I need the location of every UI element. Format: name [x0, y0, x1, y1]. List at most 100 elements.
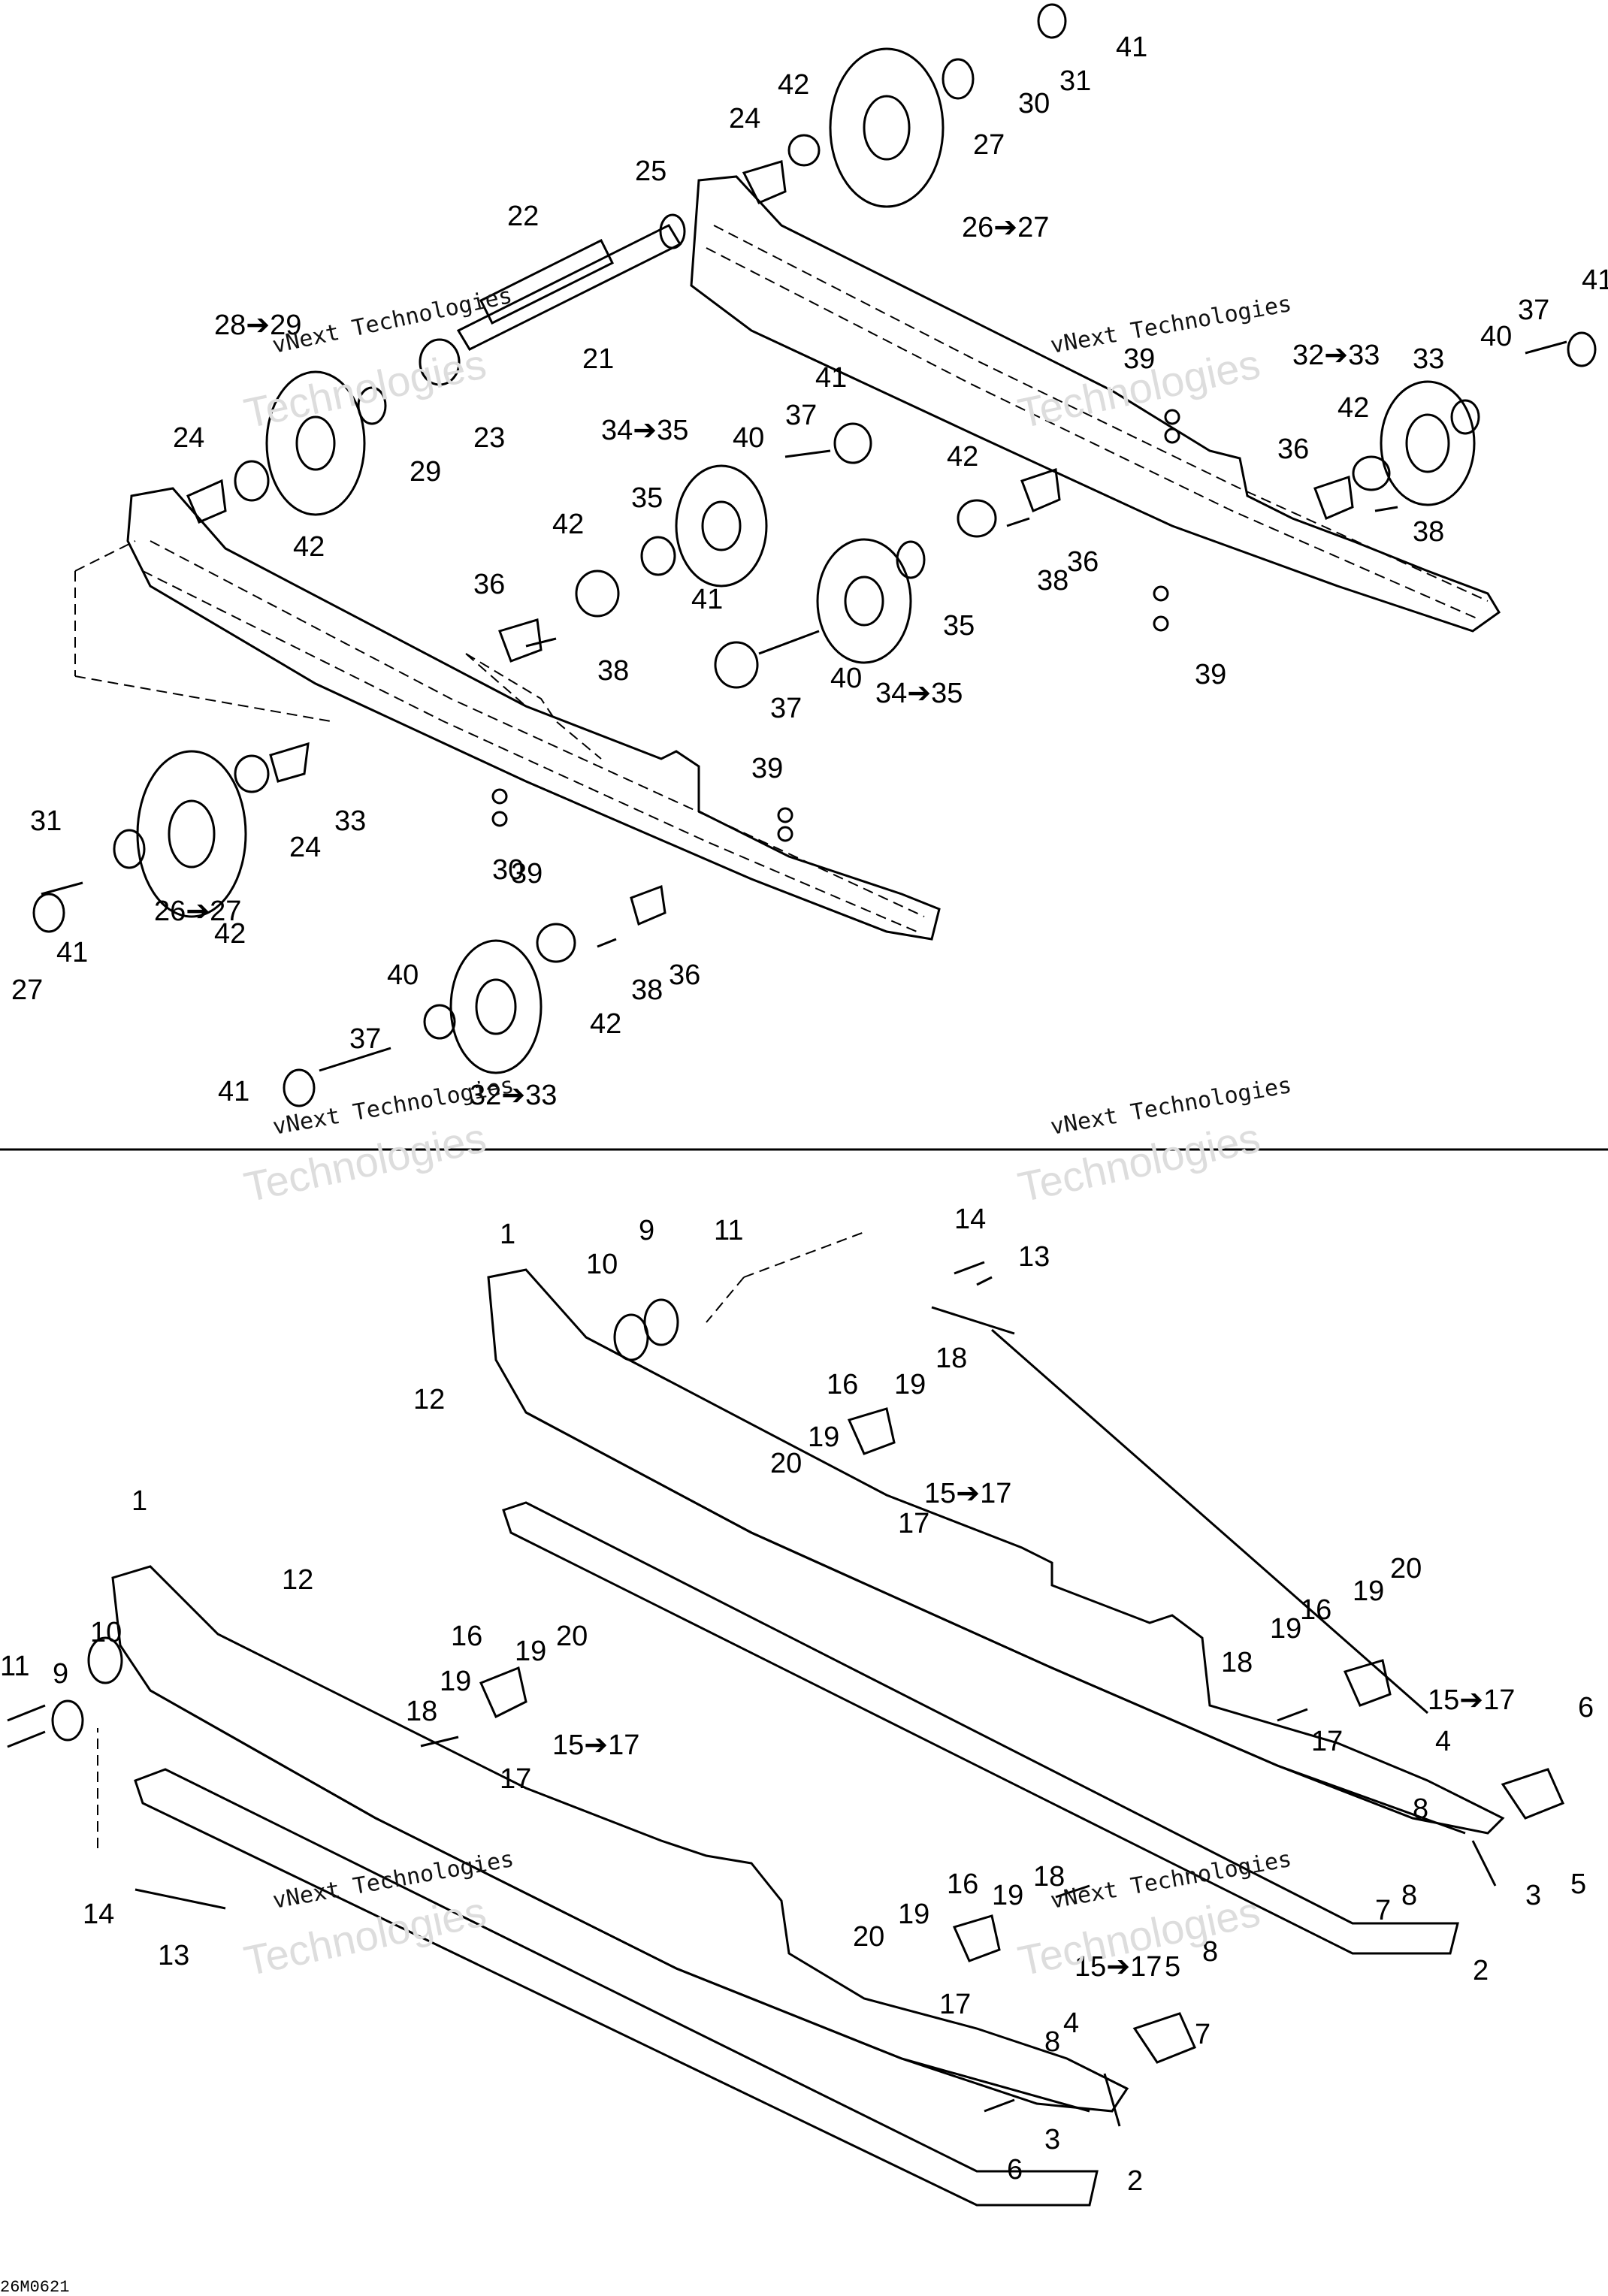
part-callout: 4 [1435, 1726, 1451, 1757]
part-callout: 15➔17 [1075, 1951, 1162, 1983]
part-callout: 16 [827, 1369, 858, 1400]
part-callout: 38 [631, 974, 663, 1006]
part-callout: 33 [1413, 343, 1444, 375]
part-callout: 37 [349, 1023, 381, 1055]
bottom-leader-lines [97, 1231, 865, 1848]
part-callout: 17 [500, 1763, 531, 1795]
slider-upper [502, 1501, 1459, 1955]
part-callout: 32➔33 [1292, 340, 1380, 371]
part-callout: 40 [387, 959, 419, 991]
part-callout: 30 [1018, 88, 1050, 119]
part-callout: 12 [282, 1564, 313, 1596]
part-callout: 16 [451, 1621, 482, 1652]
part-callout: 20 [853, 1921, 884, 1953]
part-callout: 23 [473, 422, 505, 454]
part-callout: 16 [1300, 1594, 1331, 1626]
part-callout: 27 [973, 129, 1005, 161]
part-callout: 42 [590, 1008, 621, 1040]
part-callout: 41 [1116, 32, 1147, 63]
part-callout: 15➔17 [924, 1478, 1011, 1509]
part-callout: 17 [898, 1508, 929, 1539]
part-callout: 39 [1123, 343, 1155, 375]
part-callout: 24 [289, 832, 321, 863]
axle-brackets [186, 160, 1354, 926]
part-callout: 18 [406, 1696, 437, 1727]
part-callout: 31 [30, 805, 62, 837]
watermarks: vNext Technologies vNext Technologies vN… [240, 282, 1293, 1985]
part-callout: 41 [691, 584, 723, 615]
part-callout: 16 [947, 1869, 978, 1900]
part-callout: 11 [714, 1215, 743, 1246]
part-callout: 20 [770, 1448, 802, 1479]
part-callout: 8 [1202, 1936, 1218, 1968]
part-callout: 34➔35 [601, 415, 688, 446]
callout-labels-top: 4131302726➔2742242522212328➔292924424137… [11, 32, 1608, 1111]
part-callout: 19 [1270, 1613, 1301, 1645]
idler-wheel-top-left [234, 370, 387, 516]
idler-wheel-bottom-left [32, 750, 270, 933]
part-callout: 7 [1375, 1895, 1391, 1926]
part-callout: 5 [1570, 1869, 1586, 1900]
part-callout: 12 [413, 1384, 445, 1415]
part-callout: 36 [669, 959, 700, 991]
part-callout: 39 [751, 753, 783, 784]
part-callout: 33 [334, 805, 366, 837]
part-callout: 41 [1582, 264, 1608, 296]
part-callout: 42 [1337, 392, 1369, 424]
part-callout: 38 [597, 655, 629, 687]
nuts [491, 409, 1180, 842]
part-callout: 26➔27 [962, 212, 1049, 243]
cross-shaft [419, 213, 686, 386]
part-callout: 37 [785, 400, 817, 431]
part-callout: 37 [770, 693, 802, 724]
idler-wheel-bottom [283, 923, 576, 1107]
part-callout: 36 [1067, 546, 1099, 578]
part-callout: 19 [898, 1899, 929, 1930]
part-callout: 27 [11, 974, 43, 1006]
part-callout: 32➔33 [470, 1080, 557, 1111]
part-callout: 24 [729, 103, 760, 134]
diagram-code: 26M0621 [0, 2278, 69, 2296]
part-callout: 6 [1578, 1692, 1594, 1724]
part-callout: 26➔27 [154, 896, 241, 927]
idler-wheel-top-right [787, 3, 1067, 208]
part-callout: 40 [1480, 321, 1512, 352]
part-callout: 19 [440, 1666, 471, 1697]
part-callout: 7 [1195, 2019, 1211, 2050]
part-callout: 15➔17 [552, 1730, 639, 1761]
part-callout: 15➔17 [1428, 1684, 1515, 1716]
part-callout: 18 [1221, 1647, 1253, 1678]
part-callout: 9 [639, 1215, 654, 1246]
part-callout: 37 [1518, 295, 1549, 326]
part-callout: 41 [815, 362, 847, 394]
part-callout: 25 [635, 156, 666, 187]
part-callout: 2 [1127, 2165, 1143, 2197]
part-callout: 20 [556, 1621, 588, 1652]
part-callout: 42 [214, 918, 246, 950]
top-rail-rear [690, 175, 1501, 633]
part-callout: 5 [1165, 1951, 1180, 1983]
part-callout: 35 [631, 482, 663, 514]
part-callout: 41 [56, 937, 88, 968]
part-callout: 2 [1473, 1955, 1489, 1986]
part-callout: 8 [1401, 1880, 1417, 1911]
part-callout: 40 [733, 422, 764, 454]
part-callout: 34➔35 [875, 678, 963, 709]
shoulder-bolts [41, 340, 1567, 1072]
part-callout: 31 [1059, 65, 1091, 97]
idler-wheel-mid-1 [575, 422, 872, 618]
part-callout: 36 [1277, 434, 1309, 465]
part-callout: 19 [894, 1369, 926, 1400]
part-callout: 39 [1195, 659, 1226, 690]
part-callout: 1 [131, 1485, 147, 1517]
part-callout: 17 [939, 1989, 971, 2020]
part-callout: 19 [1353, 1575, 1384, 1607]
part-callout: 19 [992, 1880, 1023, 1911]
part-callout: 39 [511, 858, 543, 890]
watermark-text: vNext Technologies [1048, 291, 1293, 359]
part-callout: 42 [552, 509, 584, 540]
part-callout: 42 [947, 441, 978, 473]
part-callout: 13 [158, 1940, 189, 1971]
